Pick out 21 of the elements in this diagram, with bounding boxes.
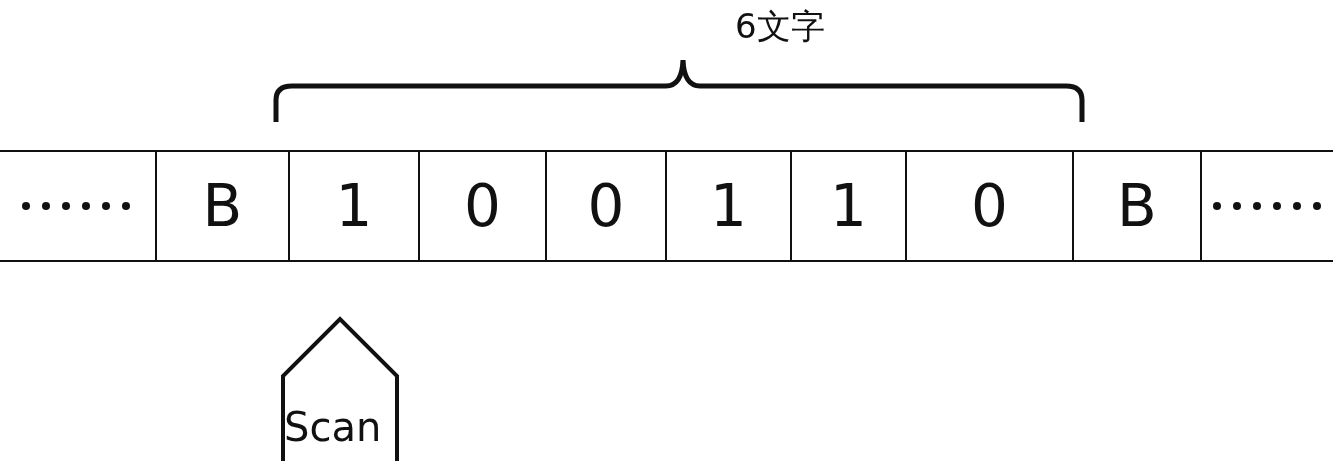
span-label: 6文字 (735, 5, 825, 48)
head-label: Scan (284, 404, 382, 450)
cell-symbol: 0 (587, 177, 625, 235)
tape-cell (1072, 150, 1200, 262)
cell-symbol: 0 (464, 177, 501, 235)
tape-cell (1200, 150, 1333, 262)
tape-cell (905, 150, 1072, 262)
tape-cell (545, 150, 665, 262)
tape-cell (665, 150, 790, 262)
tape-cell (288, 150, 418, 262)
cell-symbol: B (1117, 177, 1157, 235)
tape-cell (790, 150, 905, 262)
tape-cell (0, 150, 155, 262)
cell-symbol: 1 (830, 177, 867, 235)
tape-cell (418, 150, 545, 262)
read-head (280, 316, 400, 461)
tape-cell (155, 150, 288, 262)
cell-symbol: B (202, 177, 243, 235)
cell-symbol: 0 (971, 177, 1008, 235)
cell-symbol: 1 (710, 177, 747, 235)
cell-symbol: 1 (335, 177, 373, 235)
